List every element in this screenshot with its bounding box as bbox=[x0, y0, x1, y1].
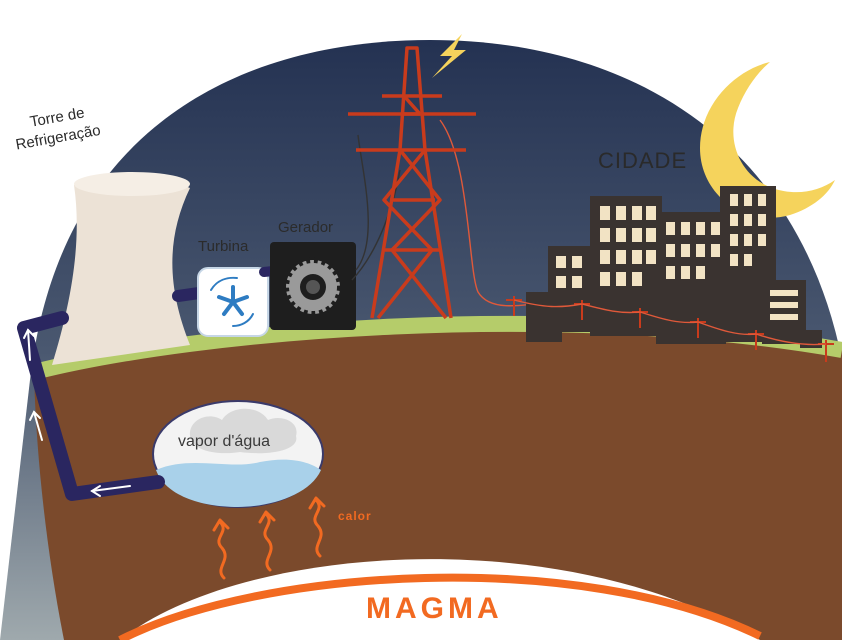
heat-arrows bbox=[212, 496, 326, 580]
heat-arrow-icon bbox=[313, 498, 323, 558]
magma-arc bbox=[118, 573, 762, 640]
heat-arrow-icon bbox=[217, 520, 227, 580]
vapor-label: vapor d'água bbox=[178, 433, 270, 450]
gear-icon bbox=[283, 257, 343, 317]
turbine-label: Turbina bbox=[198, 238, 249, 255]
city bbox=[526, 186, 822, 348]
transmission-tower bbox=[348, 46, 476, 320]
heat-arrow-icon bbox=[263, 512, 273, 572]
fan-icon bbox=[210, 276, 254, 327]
power-poles bbox=[506, 296, 834, 362]
city-label: CIDADE bbox=[598, 148, 687, 173]
lightning-icon bbox=[432, 34, 466, 78]
mantle bbox=[120, 559, 760, 640]
water bbox=[156, 459, 321, 507]
moon-icon bbox=[700, 62, 835, 218]
steam-cloud bbox=[189, 408, 297, 454]
cooling-tower bbox=[52, 175, 190, 365]
cooling-tower-label: Torre de Refrigeração bbox=[11, 102, 102, 153]
flow-arrows bbox=[23, 328, 131, 497]
magma-label: MAGMA bbox=[366, 592, 503, 625]
heat-label: calor bbox=[338, 509, 372, 523]
generator-label: Gerador bbox=[278, 219, 333, 236]
